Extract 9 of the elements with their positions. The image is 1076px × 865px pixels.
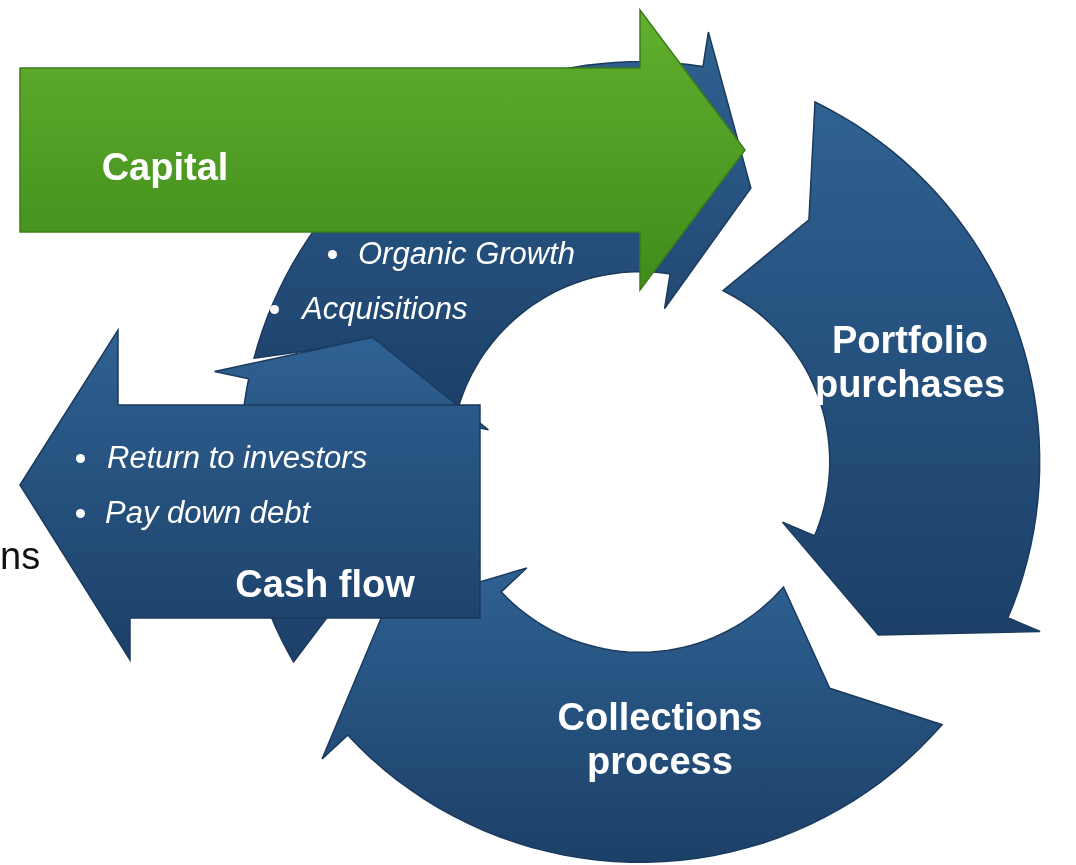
text-fragment: ns — [0, 535, 41, 578]
stage-label: Portfolio purchases — [813, 318, 1007, 406]
bullet-text: Acquisitions — [302, 291, 468, 327]
bullet-text: Pay down debt — [105, 495, 311, 531]
stage-label: Cash flow — [234, 562, 416, 606]
stage-label: Capital — [100, 145, 230, 189]
bullet-text: Organic Growth — [358, 236, 576, 272]
bullet-text: Return to investors — [107, 440, 368, 476]
stage-label: Collections process — [556, 695, 764, 783]
